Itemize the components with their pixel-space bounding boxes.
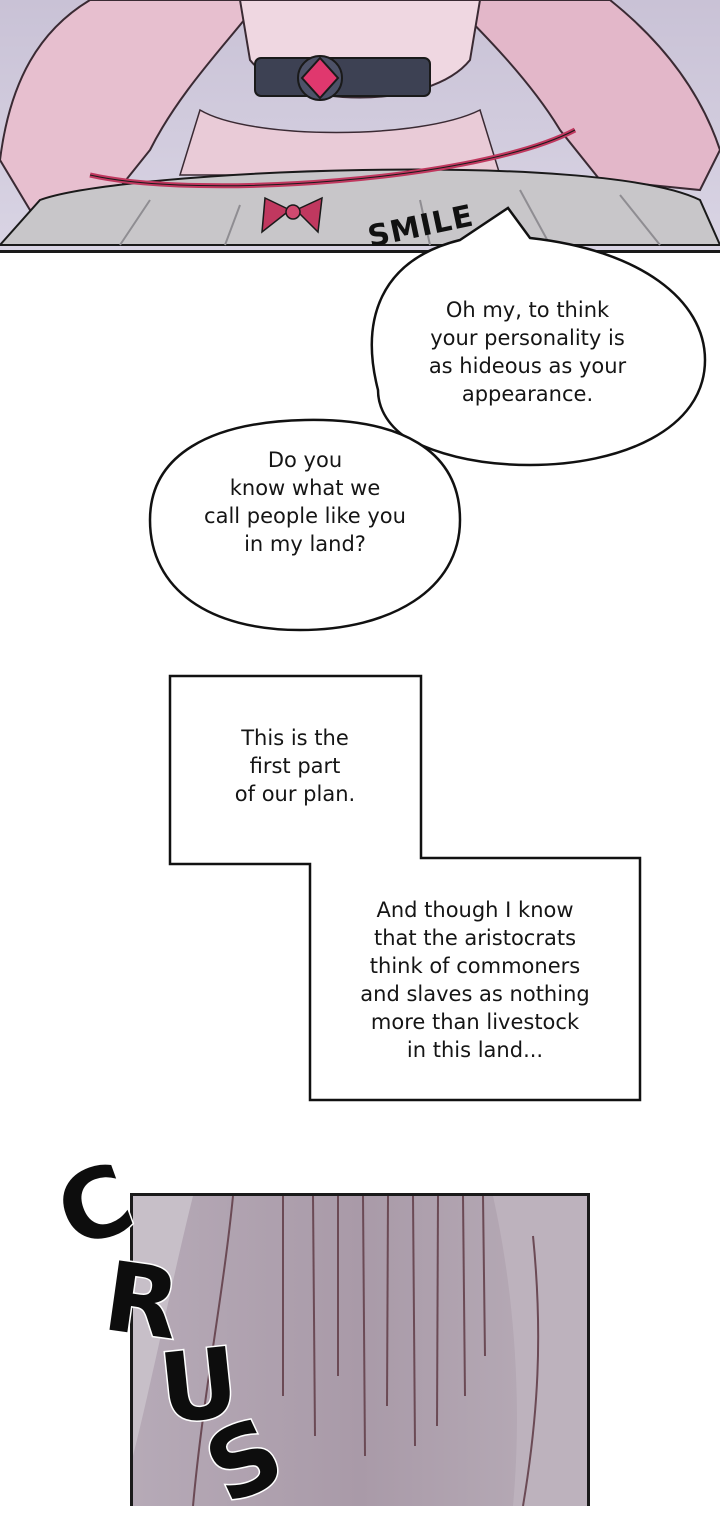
character-illustration bbox=[0, 0, 720, 246]
sfx-crush: C R U S bbox=[41, 1140, 320, 1526]
narration-line: And though I know bbox=[376, 898, 574, 922]
bottom-art-panel bbox=[130, 1193, 590, 1506]
bubble-1-line: appearance. bbox=[461, 382, 594, 406]
narration-line: that the aristocrats bbox=[373, 926, 577, 950]
hair-illustration bbox=[133, 1196, 587, 1506]
bubble-2-line: know what we bbox=[229, 476, 381, 500]
bubble-2-text: Do you know what we call people like you… bbox=[180, 446, 430, 558]
bubble-1-line: your personality is bbox=[430, 326, 625, 350]
top-art-panel bbox=[0, 0, 720, 253]
bubble-1-line: Oh my, to think bbox=[445, 298, 610, 322]
narration-line: more than livestock bbox=[370, 1010, 580, 1034]
narration-line: This is the bbox=[241, 726, 349, 750]
narration-box-1-text: This is the first part of our plan. bbox=[190, 724, 400, 808]
narration-box bbox=[168, 674, 642, 1102]
speech-bubble-2 bbox=[148, 418, 462, 632]
bubble-1-line: as hideous as your bbox=[428, 354, 627, 378]
narration-line: of our plan. bbox=[234, 782, 356, 806]
narration-box-2-text: And though I know that the aristocrats t… bbox=[330, 896, 620, 1064]
narration-line: first part bbox=[249, 754, 341, 778]
narration-line: think of commoners bbox=[369, 954, 581, 978]
speech-bubble-1 bbox=[370, 206, 707, 467]
bubble-1-text: Oh my, to think your personality is as h… bbox=[400, 296, 655, 408]
speech-bubbles-outline bbox=[148, 206, 707, 632]
bubble-2-line: call people like you bbox=[204, 504, 406, 528]
narration-boxes-outline bbox=[168, 674, 642, 1102]
bubble-2-line: in my land? bbox=[244, 532, 366, 556]
narration-line: and slaves as nothing bbox=[360, 982, 590, 1006]
narration-line: in this land... bbox=[406, 1038, 544, 1062]
bubble-2-line: Do you bbox=[267, 448, 343, 472]
